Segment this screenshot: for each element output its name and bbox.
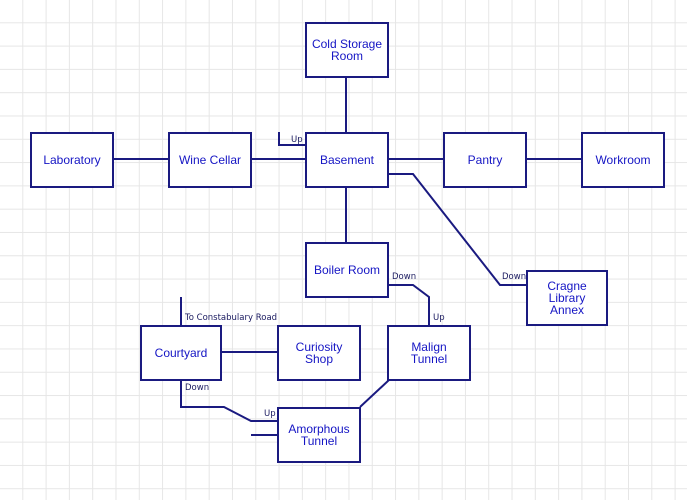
room-courtyard[interactable]: Courtyard (140, 325, 222, 381)
room-pantry[interactable]: Pantry (443, 132, 527, 188)
room-amorphous-tunnel[interactable]: Amorphous Tunnel (277, 407, 361, 463)
room-laboratory[interactable]: Laboratory (30, 132, 114, 188)
room-cold-storage[interactable]: Cold Storage Room (305, 22, 389, 78)
label-basement-up: Up (291, 135, 303, 145)
connector-courtyard-amorphous-tunnel (180, 380, 277, 422)
room-workroom[interactable]: Workroom (581, 132, 665, 188)
label-courtyard-down: Down (185, 383, 209, 393)
label-amorphous-up: Up (264, 409, 276, 419)
label-constabulary-road: To Constabulary Road (184, 313, 277, 323)
label-malign-up: Up (433, 313, 445, 323)
connector-boiler-room-malign-tunnel (389, 284, 430, 325)
room-boiler-room[interactable]: Boiler Room (305, 242, 389, 298)
room-cragne-library-annex[interactable]: Cragne Library Annex (526, 270, 608, 326)
label-annex-down: Down (502, 272, 526, 282)
room-curiosity-shop[interactable]: Curiosity Shop (277, 325, 361, 381)
room-malign-tunnel[interactable]: Malign Tunnel (387, 325, 471, 381)
room-wine-cellar[interactable]: Wine Cellar (168, 132, 252, 188)
connector-malign-amorphous-tunnel (359, 379, 390, 408)
connector-basement-cragne-annex (389, 173, 526, 286)
room-basement[interactable]: Basement (305, 132, 389, 188)
label-boiler-down: Down (392, 272, 416, 282)
connector-basement-up-stub (278, 132, 305, 146)
